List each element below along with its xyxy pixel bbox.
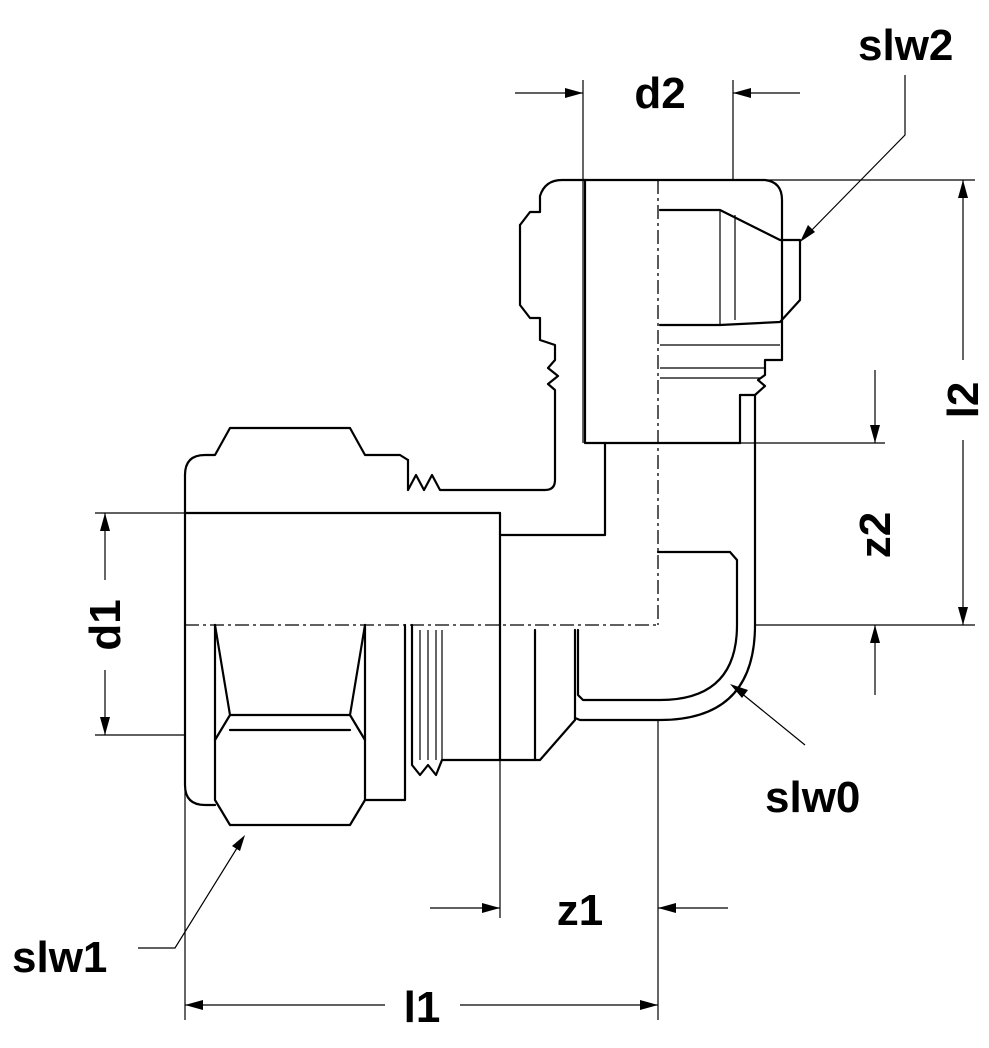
dimension-d1: d1 (81, 512, 185, 736)
leader-slw2: slw2 (800, 21, 953, 242)
dimension-l1: l1 (184, 790, 658, 1032)
label-z2: z2 (851, 512, 900, 558)
label-l2: l2 (939, 382, 988, 419)
dimension-z2: z2 (740, 370, 900, 695)
dimension-z1: z1 (430, 720, 728, 1020)
elbow-body (498, 393, 757, 762)
leader-slw1: slw1 (12, 835, 245, 982)
label-slw0: slw0 (765, 773, 860, 822)
label-z1: z1 (557, 886, 603, 935)
label-l1: l1 (404, 983, 441, 1032)
label-d2: d2 (634, 69, 685, 118)
left-nut (183, 426, 502, 827)
label-d1: d1 (81, 599, 130, 650)
label-slw2: slw2 (858, 21, 953, 70)
dimension-l2: l2 (740, 179, 988, 626)
label-slw1: slw1 (12, 933, 107, 982)
dimension-d2: d2 (515, 69, 800, 443)
leader-slw0: slw0 (730, 684, 860, 822)
